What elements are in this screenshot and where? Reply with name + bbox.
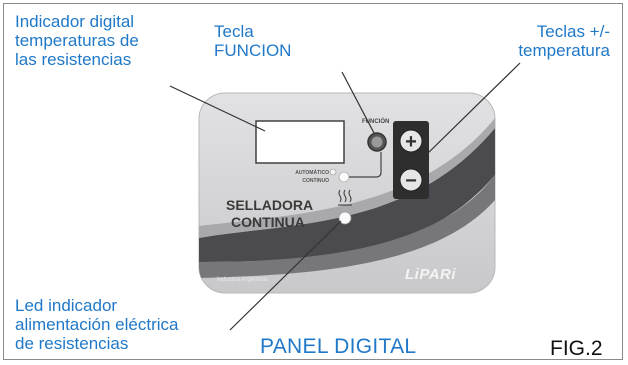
mode-auto-led (329, 168, 337, 176)
function-callout-line: FUNCION (214, 41, 292, 60)
heat-wave-icon (338, 189, 352, 206)
function-key-callout: Tecla FUNCION (214, 22, 291, 60)
brand-logo: LiPARi (405, 266, 456, 283)
mode-cont-label: CONTINUO (302, 178, 329, 184)
panel-swoosh-mid (199, 175, 495, 278)
leader-power-led (229, 220, 342, 331)
minus-symbol: − (405, 170, 417, 192)
function-key-label: FUNCIÓN (362, 117, 389, 125)
led-callout-line: alimentación eléctrica (15, 315, 179, 334)
leader-display (169, 85, 266, 132)
product-name-line1: SELLADORA (226, 197, 313, 213)
product-name-line2: CONTINUA (231, 214, 305, 230)
function-button-inner (371, 136, 383, 148)
figure-border (3, 3, 623, 360)
leader-function (341, 71, 375, 134)
display-callout: Indicador digital temperaturas de las re… (15, 12, 139, 69)
power-led (338, 211, 352, 225)
function-callout-line: Tecla (214, 22, 254, 41)
led-callout-line: Led indicador (15, 296, 118, 315)
mode-cont-led (338, 171, 350, 183)
display-callout-line: Indicador digital (15, 12, 135, 31)
temp-keys-callout: Teclas +/- temperatura (486, 22, 610, 60)
display-callout-line: temperaturas de (15, 31, 139, 50)
temp-plus-button[interactable] (399, 129, 423, 153)
leader-temp-keys (424, 62, 521, 157)
plus-symbol: + (405, 131, 417, 153)
power-led-callout: Led indicador alimentación eléctrica de … (15, 296, 178, 353)
led-callout-line: de resistencias (15, 334, 129, 353)
digital-display (255, 120, 345, 164)
temp-callout-line: Teclas +/- (536, 22, 610, 41)
panel-swoosh-dark (199, 128, 495, 262)
origin-text: Industria Argentina (217, 277, 268, 283)
temp-minus-button[interactable] (399, 168, 423, 192)
temp-callout-line: temperatura (518, 41, 610, 60)
mode-auto-label: AUTOMÁTICO (295, 169, 329, 176)
figure-label: FIG.2 (550, 337, 603, 360)
display-callout-line: las resistencias (15, 50, 132, 69)
panel-caption: PANEL DIGITAL (260, 335, 417, 358)
mode-bracket-line (349, 152, 382, 178)
